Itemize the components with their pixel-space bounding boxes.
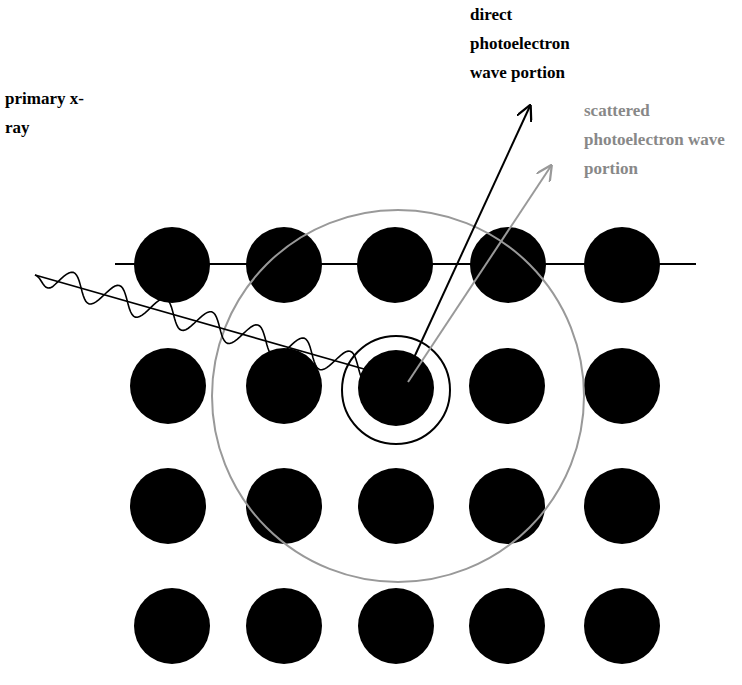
direct-label: direct photoelectron wave portion [470,0,605,87]
x-ray-label: primary x-ray [5,84,85,142]
surface-line [115,263,696,265]
x-ray-axis [35,275,378,373]
scattered-photoelectron-arrow [408,166,551,382]
direct-photoelectron-arrow [400,106,530,388]
x-ray-wave [35,272,368,383]
scattered-label: scattered photoelectron wave portion [584,96,734,183]
direct-wave-circle [342,336,450,444]
atom-lattice [130,227,660,664]
scattered-wave-circle [212,210,584,582]
